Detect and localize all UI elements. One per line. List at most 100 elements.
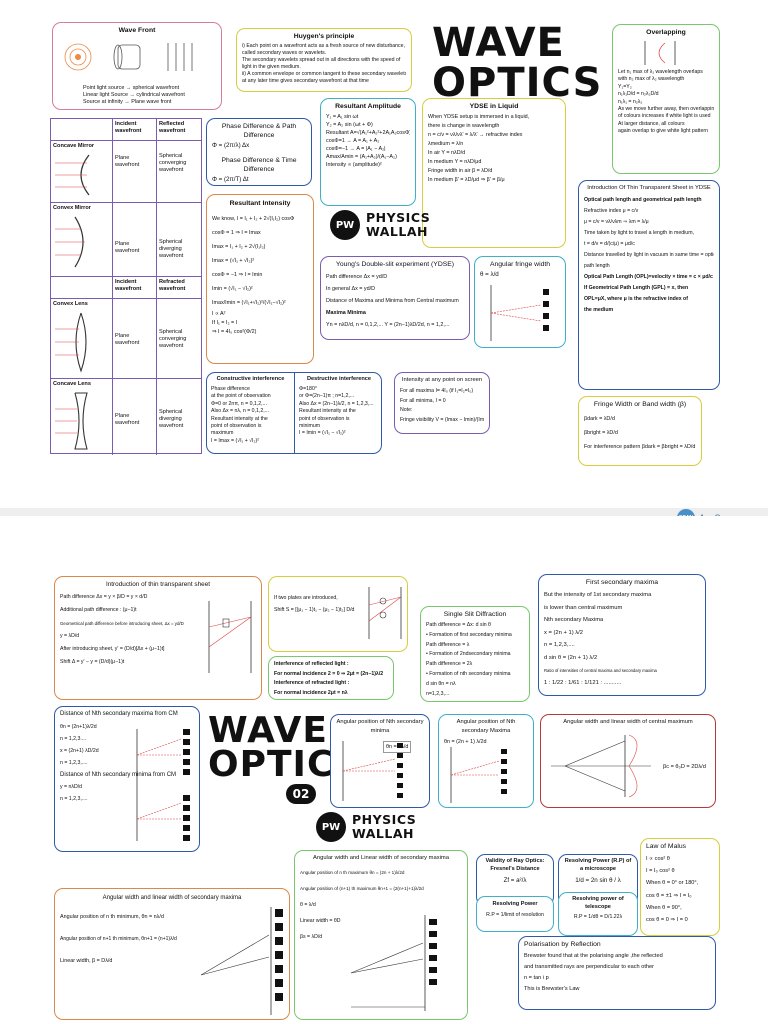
- table-cell: Spherical diverging wavefront: [159, 409, 184, 429]
- reflected-line: Interference of refracted light :: [274, 680, 350, 686]
- thin-sheet-title: Introduction Of Thin Transparent Sheet i…: [587, 185, 711, 191]
- pw-logo-icon: PW: [330, 210, 360, 240]
- resolving-telescope-title: Resolving power of telescope: [572, 896, 624, 910]
- sheet-page-2: Introduction of thin transparent sheet P…: [0, 516, 768, 1024]
- row-label: Convex Lens: [53, 301, 88, 307]
- overlapping-line: n₁λ₁ = n₂λ₂: [618, 98, 643, 105]
- distance-nth-line: n = 1,2,3,....: [60, 796, 88, 802]
- intensity-line: I ∝ A²: [212, 311, 226, 317]
- ydse-box: Young's Double-slit experiment (YDSE) Pa…: [320, 256, 470, 340]
- page-gap: [0, 508, 768, 516]
- huygens-title: Huygen's principle: [293, 33, 355, 40]
- angular-secondary-line: Angular position of n th maximum θn = (2…: [300, 870, 405, 875]
- thin-sheet-2-line: Path difference Δx = y × β/D = y × d/D: [60, 594, 148, 600]
- thin-sheet-2-title: Introduction of thin transparent sheet: [105, 581, 211, 588]
- table-cell: Plane wavefront: [113, 141, 157, 202]
- overlapping-line: Y₁=Y₂: [618, 83, 632, 90]
- overlapping-line: again overlap to give white light patter…: [618, 128, 708, 135]
- first-secondary-line: But the intensity of 1st secondary maxim…: [544, 592, 652, 598]
- angular-bottom-line: Angular position of n+1 th minimum, θn+1…: [60, 936, 177, 942]
- huygens-line: ii) A common envelope or common tangent …: [242, 71, 406, 77]
- thin-sheet-line: μ = c/v = νλ/νλm ⇒ λm = λ/μ: [584, 219, 649, 225]
- angular-minima-title: Angular position of Nth secondary minima: [336, 719, 424, 734]
- destructive-line: or Φ=(2n−1)π ; n=1,2,...: [299, 393, 355, 400]
- ydse-liquid-line: there is change in wavelength: [428, 123, 500, 129]
- brand-line: PHYSICS: [366, 210, 431, 225]
- huygens-line: light in the given medium.: [242, 64, 301, 70]
- thin-sheet-2-line: y = λD/d: [60, 633, 80, 639]
- huygens-line: The secondary wavelets spread out in all…: [242, 57, 401, 63]
- distance-nth-line: n = 1,2,3....: [60, 736, 87, 742]
- polarisation-line: This is Brewster's Law: [524, 986, 580, 992]
- overlapping-line: At larger distance, all colours: [618, 120, 685, 127]
- ydse-liquid-line: Fringe width in air β = λD/d: [428, 168, 493, 174]
- distance-nth-line: Distance of Nth secondary minima from CM: [60, 772, 177, 778]
- constructive-column: Constructive interference Phase differen…: [207, 373, 295, 453]
- resolving-microscope-eq: 1/d = 2n sin θ / λ: [575, 877, 621, 884]
- concave-lens-icon: [55, 392, 88, 450]
- ydse-liquid-line: In medium β' = λD/μd ⇒ β' = β/μ: [428, 177, 505, 183]
- table-row: Concave Lens Plane wavefront Spherical d…: [51, 379, 201, 455]
- angular-secondary-line: Linear width = θD: [300, 918, 341, 924]
- ydse-line: Yn = nλD/d, n = 0,1,2,... Y = (2n−1)λD/2…: [326, 322, 450, 328]
- reflected-line: For normal incidence 2μt = nλ: [274, 689, 348, 696]
- row-label: Convex Mirror: [53, 205, 91, 211]
- destructive-line: Φ=180°: [299, 386, 317, 392]
- angular-bottom-line: Linear width, β = Dλ/d: [60, 958, 113, 964]
- resolving-telescope-box: Resolving power of telescope R.P = 1/dθ …: [558, 892, 638, 936]
- table-header-cell: Refracted wavefront: [159, 279, 186, 292]
- concave-mirror-icon: [55, 154, 90, 196]
- amplitude-line: Y₂ = A₂ sin (ωt + Φ): [326, 122, 373, 128]
- ydse-liquid-title: YDSE in Liquid: [469, 103, 519, 110]
- intensity-point-box: Intensity at any point on screen For all…: [394, 372, 490, 434]
- thin-sheet-2-line: Shift Δ = y' − y = (D/d)(μ−1)t: [60, 659, 125, 665]
- fresnel-eq: Zf = a²/λ: [503, 877, 527, 884]
- amplitude-line: Intensity ∝ (amplitude)²: [326, 162, 382, 168]
- wave-front-box: Wave Front Point light source → spherica…: [52, 22, 222, 110]
- two-plates-box: If two plates are introduced, Shift S = …: [268, 576, 408, 652]
- ydse-line: Maxima Minima: [326, 310, 366, 316]
- constructive-line: Phase difference: [211, 386, 250, 392]
- resolving-microscope-title: Resolving Power (R.P) of a microscope: [564, 858, 632, 872]
- overlapping-line: n₁λ₁D/d = n₂λ₂D/d: [618, 91, 659, 98]
- two-plates-line: If two plates are introduced,: [274, 595, 338, 601]
- destructive-title: Destructive interference: [306, 376, 372, 382]
- wave-front-diagram: [64, 43, 193, 71]
- destructive-line: I = Imin = (√I₁ − √I₂)²: [299, 430, 346, 437]
- malus-line: cos θ = 0 ⇒ I = 0: [646, 917, 688, 924]
- single-slit-box: Single Slit Diffraction Path difference …: [420, 606, 530, 702]
- destructive-line: minimum: [299, 423, 321, 430]
- constructive-line: Φ=0 or 2nπ, n = 0,1,2,...: [211, 400, 267, 407]
- amplitude-line: Amax/Amin = (A₁+A₂)/(A₁−A₂): [326, 154, 397, 160]
- table-cell: Spherical converging wavefront: [159, 329, 187, 349]
- ydse-line: In general Δx = yd/D: [326, 286, 375, 292]
- angular-secondary-line: θ = λ/d: [300, 902, 316, 908]
- ydse-title: Young's Double-slit experiment (YDSE): [335, 261, 455, 268]
- angular-secondary-diagram: [350, 915, 437, 1011]
- two-plates-line: Shift S = [(μ₁ − 1)t₁ − (μ₂ − 1)t₂] D/d: [274, 607, 355, 613]
- first-secondary-maxima-box: First secondary maxima But the intensity…: [538, 574, 706, 696]
- sheet-page-1: Wave Front Point light source → spherica…: [0, 0, 768, 508]
- law-of-malus-box: Law of Malus I ∝ cos² θ I = I₀ cos² θ Wh…: [640, 838, 720, 936]
- single-slit-line: Path difference = 2λ: [426, 661, 473, 668]
- polarisation-line: n = tan i p: [524, 975, 549, 981]
- resolving-power-box: Resolving Power R.P = 1/limit of resolut…: [476, 896, 554, 932]
- first-secondary-line: x = (2n + 1) λ/2: [544, 629, 583, 636]
- single-slit-line: Path difference = λ: [426, 641, 470, 648]
- single-slit-title: Single Slit Diffraction: [443, 611, 507, 618]
- table-cell-label: Concave Lens: [51, 379, 113, 455]
- convex-lens-icon: [55, 312, 87, 373]
- single-slit-line: d sin θn = nλ: [426, 680, 456, 687]
- thin-sheet-line: Distance travelled by light in vacuum in…: [584, 252, 714, 258]
- angular-fringe-box: Angular fringe width θ = λ/d: [474, 256, 566, 348]
- fringe-width-line: For interference pattern βdark = βbright…: [584, 444, 696, 450]
- malus-line: When θ = 90°,: [646, 904, 682, 911]
- intensity-line: Imax = I₁ + I₂ + 2√(I₁I₂): [212, 244, 266, 250]
- intensity-point-line: Note:: [400, 407, 413, 413]
- malus-line: I = I₀ cos² θ: [646, 868, 675, 875]
- intensity-line: If I₁ = I₂ = I: [212, 320, 238, 326]
- distance-nth-diagram: [136, 729, 190, 841]
- angular-bottom-diagram: [200, 907, 283, 1015]
- ydse-liquid-line: When YDSE setup is immersed in a liquid,: [428, 114, 530, 120]
- huygens-line: at any later time gives secondary wavefr…: [242, 78, 369, 84]
